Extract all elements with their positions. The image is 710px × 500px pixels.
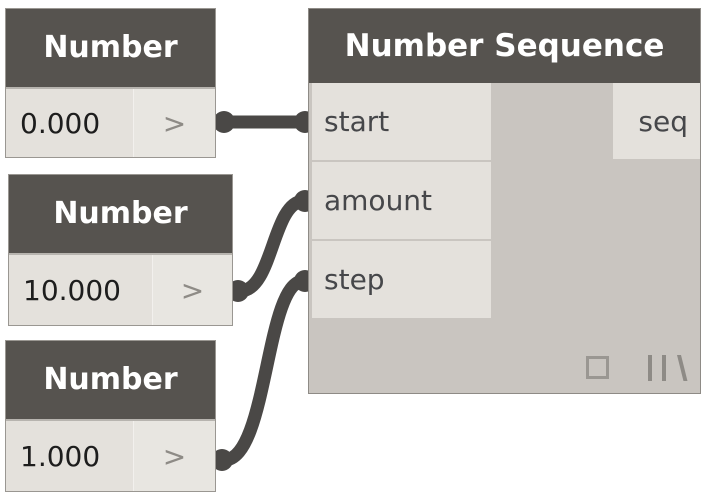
number-value-input[interactable]: 0.000	[6, 89, 134, 157]
node-number-1[interactable]: Number 1.000 >	[5, 340, 216, 492]
node-number-sequence[interactable]: Number Sequence start amount step seq	[308, 8, 701, 394]
number-value-input[interactable]: 1.000	[6, 421, 134, 491]
input-port-start[interactable]: start	[312, 83, 491, 161]
chevron-right-icon[interactable]: >	[134, 421, 215, 491]
node-title: Number Sequence	[309, 9, 700, 83]
node-body: 10.000 >	[9, 253, 232, 325]
port-label: step	[324, 263, 385, 296]
port-label: seq	[638, 104, 688, 138]
output-port-seq[interactable]: seq	[613, 83, 700, 159]
node-body: 0.000 >	[6, 87, 215, 157]
lacing-longest-icon[interactable]	[647, 355, 688, 381]
port-area: start amount step seq	[309, 83, 700, 393]
number-value-input[interactable]: 10.000	[9, 255, 153, 325]
node-title: Number	[6, 341, 215, 419]
node-number-0[interactable]: Number 0.000 >	[5, 8, 216, 158]
node-title: Number	[6, 9, 215, 87]
chevron-right-icon[interactable]: >	[153, 255, 232, 325]
port-label: amount	[324, 184, 433, 217]
node-title: Number	[9, 175, 232, 253]
node-number-10[interactable]: Number 10.000 >	[8, 174, 233, 326]
square-preview-icon[interactable]	[586, 356, 609, 379]
wire-number0-to-start	[213, 111, 316, 133]
node-footer	[309, 353, 700, 387]
node-body: 1.000 >	[6, 419, 215, 491]
input-port-step[interactable]: step	[312, 241, 491, 318]
input-port-amount[interactable]: amount	[312, 162, 491, 240]
port-label: start	[324, 105, 390, 138]
wire-number10-to-amount	[227, 190, 316, 302]
chevron-right-icon[interactable]: >	[134, 89, 215, 157]
